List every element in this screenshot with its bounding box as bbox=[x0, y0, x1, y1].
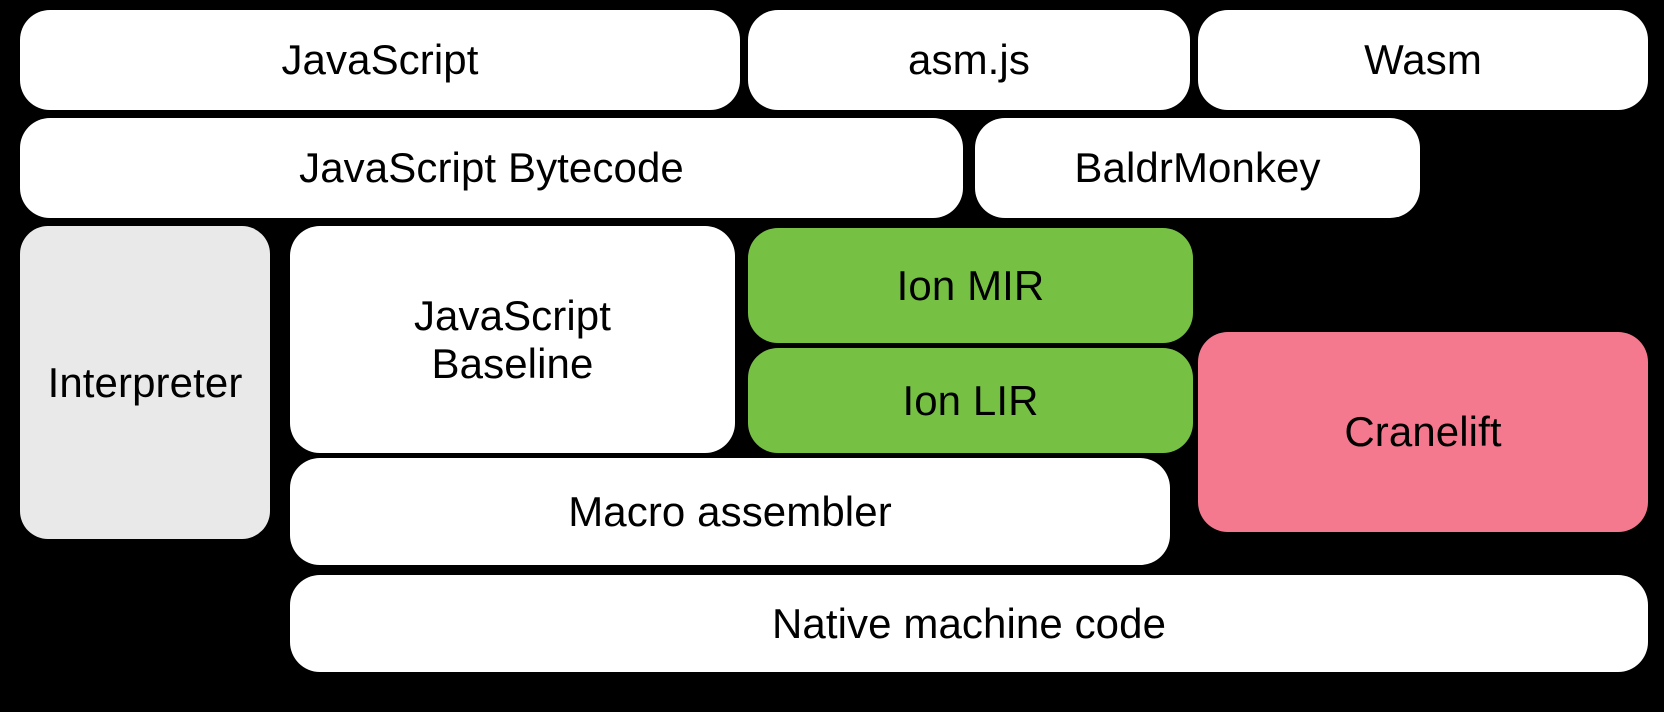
node-javascript: JavaScript bbox=[20, 10, 740, 110]
node-cranelift: Cranelift bbox=[1198, 332, 1648, 532]
node-interpreter: Interpreter bbox=[20, 226, 270, 539]
node-asm-js: asm.js bbox=[748, 10, 1190, 110]
node-macro-assembler: Macro assembler bbox=[290, 458, 1170, 565]
node-native-machine-code: Native machine code bbox=[290, 575, 1648, 672]
node-wasm: Wasm bbox=[1198, 10, 1648, 110]
node-baldrmonkey: BaldrMonkey bbox=[975, 118, 1420, 218]
node-javascript-bytecode: JavaScript Bytecode bbox=[20, 118, 963, 218]
node-ion-lir: Ion LIR bbox=[748, 348, 1193, 453]
node-javascript-baseline: JavaScript Baseline bbox=[290, 226, 735, 453]
node-ion-mir: Ion MIR bbox=[748, 228, 1193, 343]
